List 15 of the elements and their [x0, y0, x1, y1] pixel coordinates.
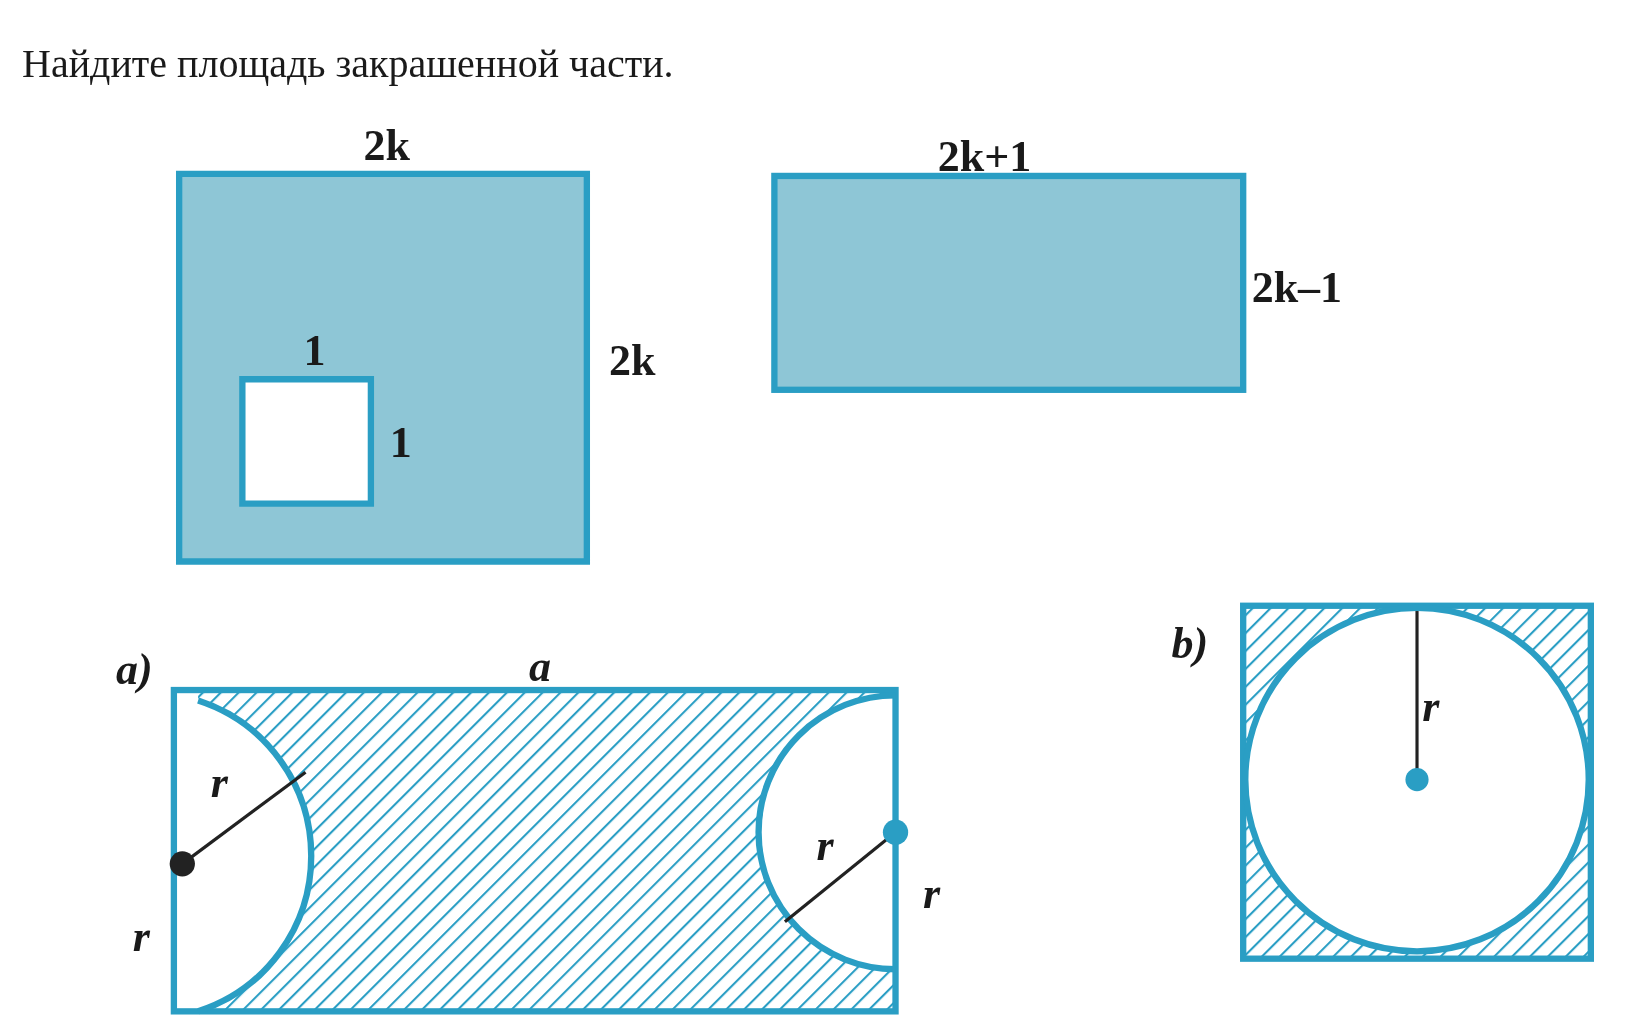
dimension-label: 1	[389, 421, 412, 466]
dimension-label: r	[1422, 684, 1440, 729]
dimension-label: a	[528, 644, 551, 689]
dimension-label: r	[210, 760, 228, 805]
dimension-label: 2k–1	[1251, 265, 1343, 310]
figure-letter: a)	[115, 647, 153, 692]
dimension-label: 2k	[608, 339, 656, 384]
task-heading: Найдите площадь закрашенной части.	[22, 44, 674, 84]
dimension-label: 2k+1	[937, 134, 1032, 179]
dimension-label: r	[132, 914, 150, 959]
dimension-label: r	[922, 872, 941, 917]
dimension-label: r	[816, 823, 834, 868]
dimension-label: 2k	[363, 124, 410, 169]
dimension-label: 1	[303, 328, 326, 373]
figure-letter: b)	[1171, 621, 1209, 666]
